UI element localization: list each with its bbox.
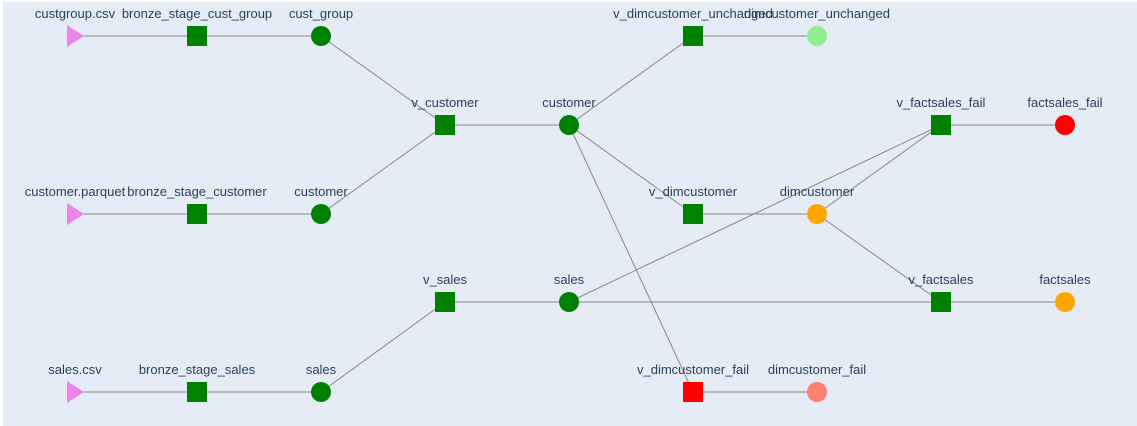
node-label-v-dimcustomer: v_dimcustomer (649, 184, 738, 199)
node-label-sales-csv: sales.csv (48, 362, 102, 377)
node-label-factsales-fail: factsales_fail (1027, 95, 1102, 110)
edge-dimcustomer-to-v_factsales_fail (816, 124, 942, 215)
node-label-sales-l: sales (306, 362, 337, 377)
node-square-v-dimcustomer[interactable] (683, 204, 703, 224)
node-square-bronze-cust-group[interactable] (187, 26, 207, 46)
edge-sales_l-to-v_sales (320, 301, 446, 393)
node-circle-factsales-fail[interactable] (1055, 115, 1075, 135)
node-label-customer-l: customer (294, 184, 348, 199)
node-label-sales-m: sales (554, 272, 585, 287)
node-square-v-factsales[interactable] (931, 292, 951, 312)
node-label-bronze-customer: bronze_stage_customer (127, 184, 267, 199)
node-label-v-dimcustomer-fail: v_dimcustomer_fail (637, 362, 749, 377)
edge-customer_m-to-v_dimcustomer_fail (568, 124, 694, 393)
nodes-layer (67, 25, 1075, 403)
node-triangle-customer-parquet[interactable] (67, 203, 84, 225)
node-square-bronze-customer[interactable] (187, 204, 207, 224)
edge-cust_group-to-v_customer (320, 35, 446, 126)
node-circle-sales-m[interactable] (559, 292, 579, 312)
node-label-cust-group: cust_group (289, 6, 353, 21)
node-label-dimcustomer-fail: dimcustomer_fail (768, 362, 866, 377)
edge-customer_m-to-v_dimcustomer (568, 124, 694, 215)
node-square-v-customer[interactable] (435, 115, 455, 135)
edges-layer (75, 35, 1065, 393)
edge-customer_m-to-v_dimcustomer_unchanged (568, 35, 694, 126)
node-label-factsales: factsales (1039, 272, 1091, 287)
node-label-dimcustomer: dimcustomer (780, 184, 855, 199)
node-circle-customer-m[interactable] (559, 115, 579, 135)
node-circle-cust-group[interactable] (311, 26, 331, 46)
node-triangle-custgroup-csv[interactable] (67, 25, 84, 47)
node-square-bronze-sales[interactable] (187, 382, 207, 402)
node-circle-dimcustomer-unchanged[interactable] (807, 26, 827, 46)
node-circle-customer-l[interactable] (311, 204, 331, 224)
node-label-v-factsales-fail: v_factsales_fail (897, 95, 986, 110)
node-label-v-dimcustomer-unchanged: v_dimcustomer_unchanged (613, 6, 773, 21)
node-label-bronze-sales: bronze_stage_sales (139, 362, 256, 377)
node-square-v-dimcustomer-fail[interactable] (683, 382, 703, 402)
node-label-custgroup-csv: custgroup.csv (35, 6, 116, 21)
node-label-customer-parquet: customer.parquet (25, 184, 126, 199)
edge-dimcustomer-to-v_factsales (816, 213, 942, 303)
node-label-customer-m: customer (542, 95, 596, 110)
edge-customer_l-to-v_customer (320, 124, 446, 215)
node-label-v-sales: v_sales (423, 272, 468, 287)
node-square-v-dimcustomer-unchanged[interactable] (683, 26, 703, 46)
node-label-v-customer: v_customer (411, 95, 479, 110)
node-label-dimcustomer-unchanged: dimcustomer_unchanged (744, 6, 890, 21)
node-label-v-factsales: v_factsales (908, 272, 974, 287)
node-square-v-sales[interactable] (435, 292, 455, 312)
node-circle-sales-l[interactable] (311, 382, 331, 402)
node-triangle-sales-csv[interactable] (67, 381, 84, 403)
node-square-v-factsales-fail[interactable] (931, 115, 951, 135)
node-label-bronze-cust-group: bronze_stage_cust_group (122, 6, 272, 21)
edge-sales_m-to-v_factsales_fail (568, 124, 942, 303)
node-circle-dimcustomer-fail[interactable] (807, 382, 827, 402)
node-circle-factsales[interactable] (1055, 292, 1075, 312)
node-circle-dimcustomer[interactable] (807, 204, 827, 224)
